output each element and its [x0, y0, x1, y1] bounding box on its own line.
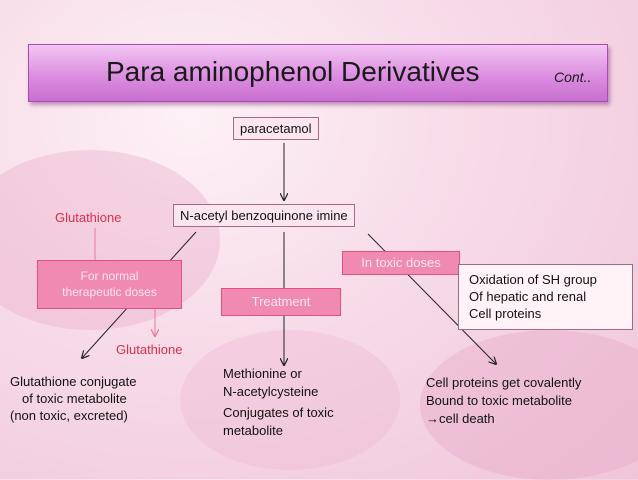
oxidation-line-2: Of hepatic and renal [469, 289, 587, 304]
treatment-box: Treatment [221, 288, 341, 316]
cell-death-line-3: →cell death [426, 411, 495, 426]
oxidation-note-box [458, 264, 633, 330]
glutathione-top-label: Glutathione [55, 210, 122, 225]
normal-doses-box: For normal therapeutic doses [37, 260, 182, 309]
normal-doses-line-1: For normal [80, 269, 139, 283]
paracetamol-node: paracetamol [233, 117, 319, 140]
background-blob [420, 330, 638, 480]
treatment-outcome-line-4: metabolite [223, 423, 283, 438]
toxic-doses-label: In toxic doses [361, 255, 441, 270]
cell-death-line-1: Cell proteins get covalently [426, 375, 582, 390]
treatment-outcome-line-3: Conjugates of toxic [223, 405, 334, 420]
cell-death-line-2: Bound to toxic metabolite [426, 393, 572, 408]
treatment-outcome-line-2: N-acetylcysteine [223, 384, 319, 399]
title-bar [28, 44, 608, 102]
slide-title: Para aminophenol Derivatives [106, 56, 480, 87]
treatment-outcome-line-1: Methionine or [223, 366, 302, 381]
conjugate-line-2: of toxic metabolite [22, 391, 127, 406]
background-blob [180, 330, 400, 470]
toxic-doses-box: In toxic doses [342, 251, 460, 275]
title-continued-label: Cont.. [554, 69, 592, 85]
glutathione-bottom-label: Glutathione [116, 342, 183, 357]
oxidation-line-1: Oxidation of SH group [469, 272, 597, 287]
conjugate-line-1: Glutathione conjugate [10, 374, 137, 389]
treatment-label: Treatment [251, 294, 311, 309]
normal-doses-line-2: therapeutic doses [62, 285, 157, 299]
oxidation-line-3: Cell proteins [469, 306, 542, 321]
napqi-node: N-acetyl benzoquinone imine [173, 204, 355, 227]
conjugate-line-3: (non toxic, excreted) [10, 408, 128, 423]
